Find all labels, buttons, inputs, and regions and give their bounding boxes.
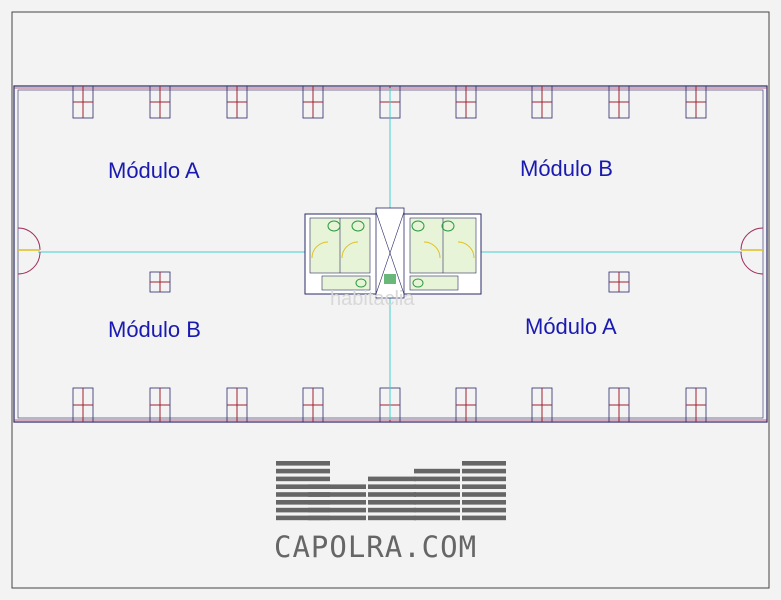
structural-column — [226, 85, 248, 119]
logo-bar — [462, 484, 506, 489]
structural-column — [302, 85, 324, 119]
logo-bar — [462, 507, 506, 513]
logo-bar — [414, 500, 460, 505]
watermark: habitaclia — [330, 288, 415, 310]
logo-bar — [308, 484, 366, 489]
axis-lines — [38, 88, 742, 420]
logo-bar — [276, 507, 330, 513]
logo-bar — [414, 492, 460, 497]
logo-bar — [414, 484, 460, 489]
logo-bar — [414, 476, 460, 482]
logo-bar — [276, 476, 330, 482]
module-label-top-right: Módulo B — [520, 156, 613, 181]
logo-bar — [308, 492, 366, 497]
structural-column — [149, 85, 171, 119]
logo-bar — [368, 484, 416, 489]
structural-column — [685, 387, 707, 423]
columns-bottom-row — [72, 387, 707, 423]
structural-column — [149, 387, 171, 423]
logo-bar — [308, 515, 366, 521]
logo-bar — [276, 492, 330, 497]
logo-bar — [276, 515, 330, 521]
logo-bar — [462, 461, 506, 466]
structural-column — [72, 387, 94, 423]
structural-column — [531, 85, 553, 119]
brand-name: CAPOLRA.COM — [274, 530, 477, 564]
logo-bar — [308, 500, 366, 505]
restroom-core — [304, 207, 482, 299]
columns-top-row — [72, 85, 707, 119]
structural-column — [608, 85, 630, 119]
logo-bar — [308, 507, 366, 513]
logo-bar — [414, 507, 460, 513]
logo-bar — [368, 515, 416, 521]
structural-column — [149, 271, 171, 293]
logo-bar — [276, 500, 330, 505]
brand-logo-icon — [276, 461, 506, 521]
module-label-bottom-right: Módulo A — [525, 314, 617, 339]
logo-bar — [276, 484, 330, 489]
structural-column — [531, 387, 553, 423]
logo-bar — [462, 515, 506, 521]
logo-bar — [368, 507, 416, 513]
logo-bar — [462, 492, 506, 497]
module-label-top-left: Módulo A — [108, 158, 200, 183]
door-left — [17, 227, 41, 275]
logo-bar — [368, 476, 416, 482]
module-label-bottom-left: Módulo B — [108, 317, 201, 342]
logo-bar — [462, 468, 506, 474]
sheet-frame — [11, 11, 770, 589]
structural-column — [685, 85, 707, 119]
logo-bar — [276, 461, 330, 466]
logo-bar — [462, 500, 506, 505]
door-right — [740, 227, 764, 275]
structural-column — [608, 387, 630, 423]
structural-column — [455, 387, 477, 423]
logo-bar — [414, 468, 460, 474]
structural-column — [608, 271, 630, 293]
logo-bar — [414, 515, 460, 521]
structural-column — [455, 85, 477, 119]
logo-bar — [462, 476, 506, 482]
structural-column — [302, 387, 324, 423]
logo-bar — [368, 500, 416, 505]
columns-interior — [149, 271, 630, 293]
logo-bar — [368, 492, 416, 497]
logo-bar — [276, 468, 330, 474]
structural-column — [226, 387, 248, 423]
structural-column — [72, 85, 94, 119]
